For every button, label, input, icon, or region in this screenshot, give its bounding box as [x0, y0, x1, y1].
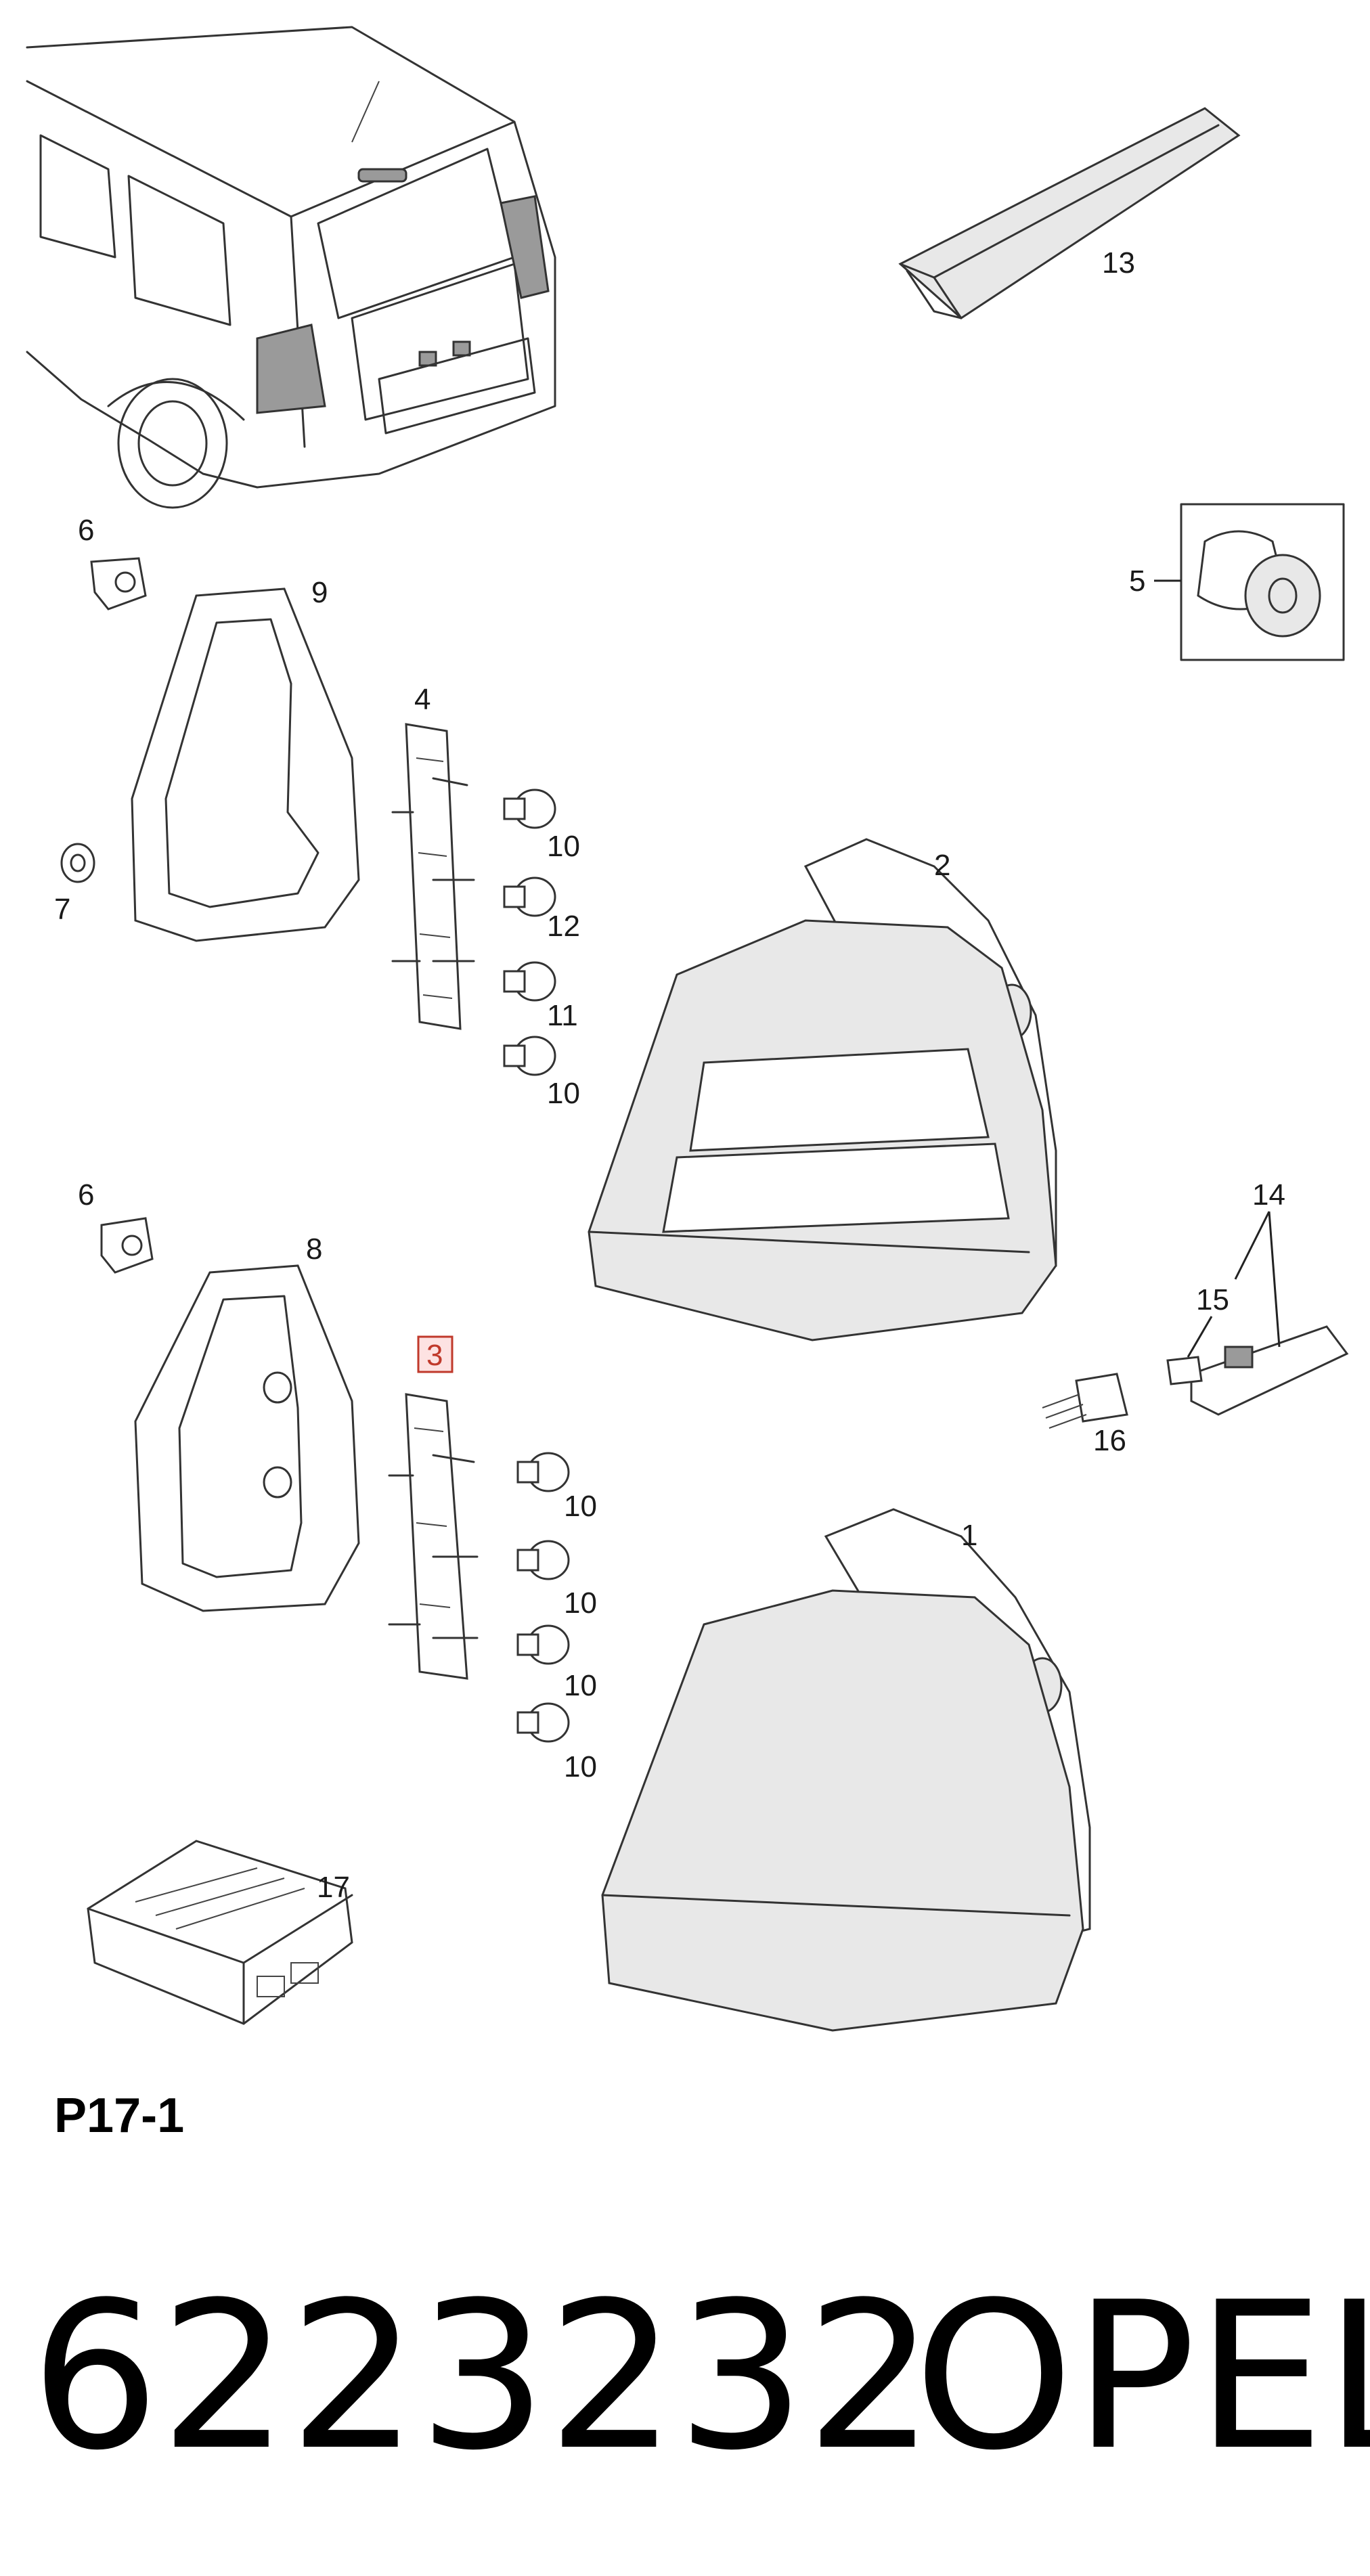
callout-7: 7: [54, 893, 70, 926]
callout-6-lower: 6: [78, 1178, 94, 1212]
brand-name: OPEL: [914, 2259, 1370, 2495]
part-1-tail-lamp: [601, 1508, 1091, 2032]
part-9-gasket: [131, 587, 360, 942]
part-8-gasket: [134, 1264, 360, 1612]
callout-6-upper: 6: [78, 514, 94, 547]
callout-9: 9: [311, 576, 328, 609]
part-16-bulb-socket: [1042, 1373, 1128, 1429]
part-6-clip-upper: [90, 557, 147, 610]
callout-13: 13: [1102, 246, 1135, 280]
callout-17: 17: [317, 1871, 350, 1904]
bulb-10-a: [503, 789, 556, 829]
part-14-licence-plate-lamp: [1190, 1211, 1349, 1416]
part-7-nut: [60, 843, 95, 883]
bulb-10-c: [516, 1452, 570, 1492]
callout-11: 11: [547, 999, 578, 1032]
bulb-10-e: [516, 1624, 570, 1665]
callout-5: 5: [1129, 564, 1145, 598]
part-4-bulb-carrier: [391, 723, 475, 1030]
car-illustration: [26, 26, 556, 509]
callout-10-b: 10: [547, 1077, 580, 1110]
callout-10-f: 10: [564, 1750, 597, 1783]
page-code: P17-1: [54, 2089, 184, 2143]
bulb-10-b: [503, 1036, 556, 1076]
part-5-grommet: [1154, 503, 1345, 661]
callout-10-d: 10: [564, 1586, 597, 1620]
bulb-12: [503, 876, 556, 917]
bulbs-lower: [516, 1452, 570, 1743]
bulbs-upper: [503, 789, 556, 1076]
callout-3-highlight-box: [417, 1335, 454, 1373]
part-number: 6223232: [30, 2259, 935, 2495]
callout-8: 8: [306, 1233, 322, 1266]
part-17-control-module: [87, 1840, 353, 2025]
bulb-10-f: [516, 1702, 570, 1743]
part-15-bulb: [1166, 1316, 1213, 1385]
callout-12: 12: [547, 910, 580, 943]
callout-10-c: 10: [564, 1490, 597, 1523]
callout-1: 1: [961, 1519, 977, 1552]
callout-2: 2: [934, 849, 950, 882]
part-13-brake-light: [898, 107, 1241, 319]
callout-15: 15: [1196, 1283, 1229, 1316]
callout-3: 3: [426, 1339, 443, 1372]
part-3-bulb-carrier: [388, 1393, 479, 1680]
bulb-11: [503, 961, 556, 1002]
bulb-10-d: [516, 1540, 570, 1580]
callout-4: 4: [414, 683, 430, 716]
callout-10-a: 10: [547, 830, 580, 863]
callout-14: 14: [1252, 1178, 1285, 1212]
callout-16: 16: [1093, 1424, 1126, 1457]
callout-10-e: 10: [564, 1669, 597, 1702]
part-6-clip-lower: [100, 1217, 154, 1274]
part-2-tail-lamp: [588, 838, 1057, 1341]
